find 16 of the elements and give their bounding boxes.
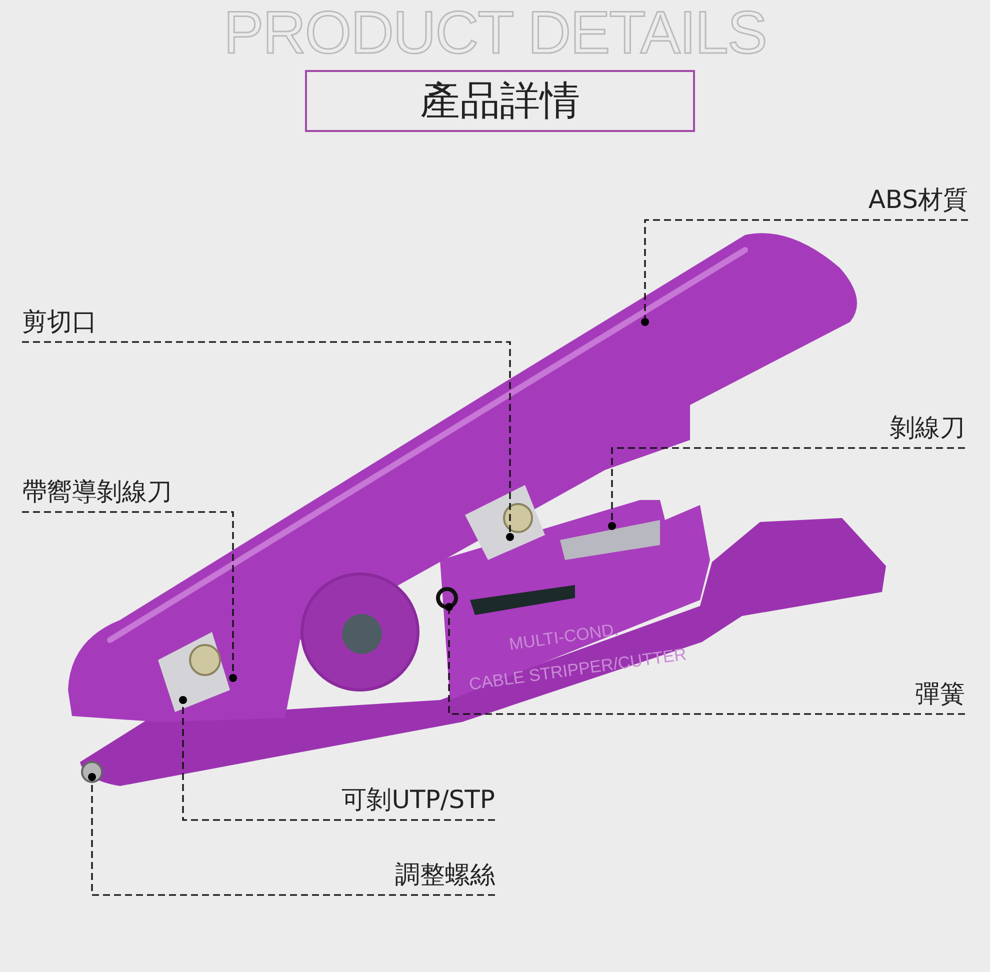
title: 產品詳情 (305, 70, 695, 132)
callout-label: ABS材質 (868, 184, 968, 216)
callout-label: 剝線刀 (890, 412, 965, 444)
callout-label: 帶嚮導剝線刀 (22, 476, 172, 508)
leader-line (445, 603, 965, 715)
callout-label: 剪切口 (22, 306, 97, 338)
leader-line (22, 511, 237, 682)
leader-line (22, 341, 514, 541)
leader-line (88, 773, 495, 896)
leader-line (608, 447, 965, 530)
leader-line (179, 696, 495, 821)
callout-label: 調整螺絲 (395, 859, 495, 891)
leader-line (641, 219, 968, 326)
callout-label: 彈簧 (915, 678, 965, 710)
callout-label: 可剝UTP/STP (342, 784, 495, 816)
embossed-text: MULTI-COND. (508, 620, 620, 654)
